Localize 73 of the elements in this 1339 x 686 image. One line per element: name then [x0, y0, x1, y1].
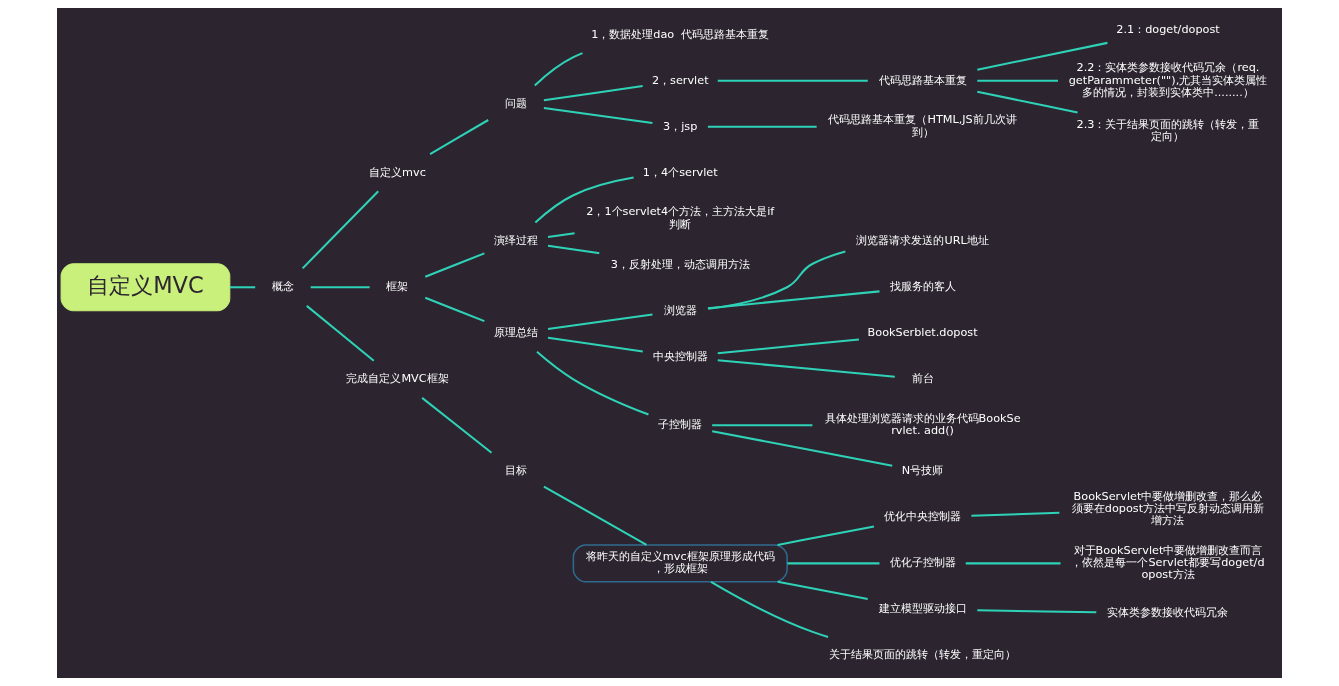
- node-text: 优化中央控制器: [884, 510, 962, 524]
- connector: [534, 176, 634, 224]
- connector: [310, 286, 370, 289]
- connector: [707, 290, 880, 310]
- node-text: 3，jsp: [663, 119, 698, 133]
- connector: [301, 190, 379, 270]
- connector: [717, 79, 868, 82]
- connector: [547, 232, 575, 238]
- node-text: 完成自定义MVC框架: [346, 372, 449, 386]
- node-text: 2.3：关于结果页面的跳转（转发，重定向）: [1076, 117, 1260, 143]
- node-text: N号技师: [901, 464, 944, 478]
- connector: [707, 125, 817, 128]
- connector: [717, 338, 860, 355]
- node-text: 前台: [911, 372, 934, 386]
- node-text: 2.1：doget/dopost: [1116, 23, 1220, 37]
- connector: [547, 336, 643, 353]
- node-text: 找服务的客人: [889, 280, 956, 294]
- node-box: 自定义MVC: [60, 263, 231, 312]
- connector: [977, 609, 1097, 614]
- connector: [712, 430, 893, 467]
- node-text: 子控制器: [658, 418, 703, 432]
- node-text: 关于结果页面的跳转（转发，重定向）: [829, 648, 1017, 662]
- connector: [543, 485, 648, 546]
- connector: [421, 397, 493, 454]
- connector: [547, 313, 653, 330]
- connector: [229, 286, 256, 289]
- node-text: 演绎过程: [494, 234, 539, 248]
- connector: [965, 562, 1061, 565]
- node-text: 3，反射处理，动态调用方法: [610, 257, 750, 271]
- connector: [977, 79, 1058, 82]
- connector: [534, 52, 583, 87]
- connector: [787, 562, 880, 565]
- node-text: 2，1个servlet4个方法，主方法大是if判断: [586, 205, 775, 231]
- connector: [543, 85, 643, 102]
- node-text: 2，servlet: [651, 73, 709, 87]
- node-text: 中央控制器: [652, 349, 708, 363]
- connector: [777, 580, 868, 601]
- node-text: 对于BookServlet中要做增删改查而言，依然是每一个Servlet都要写doget/dopost方法: [1071, 543, 1265, 582]
- connector: [710, 580, 829, 638]
- connector: [424, 296, 485, 323]
- node-text: 建立模型驱动接口: [878, 602, 967, 616]
- node-text: 实体类参数接收代码冗余: [1107, 606, 1229, 620]
- node-text: BookSerblet.dopost: [867, 326, 978, 340]
- node-text: 1，4个servlet: [642, 165, 718, 179]
- connector: [971, 511, 1060, 517]
- connector: [708, 250, 846, 310]
- node-text: 原理总结: [494, 326, 539, 340]
- node-text: 具体处理浏览器请求的业务代码BookServlet. add(): [824, 412, 1021, 438]
- node-text: 自定义mvc: [369, 165, 426, 179]
- node-text: 代码思路基本重复（HTML,JS前几次讲到）: [828, 113, 1017, 139]
- node-text: 目标: [505, 464, 528, 478]
- node-text: BookServlet中要做增删改查，那么必须要在dopost方法中写反射动态调用新增方法: [1071, 489, 1265, 528]
- connector: [536, 351, 649, 416]
- node-text: 代码思路基本重复: [878, 73, 967, 87]
- connector: [547, 244, 600, 255]
- node-box: 将昨天的自定义mvc框架原理形成代码，形成框架: [572, 544, 788, 583]
- node-text: 优化子控制器: [889, 556, 956, 570]
- connector: [306, 305, 375, 362]
- connector: [712, 424, 813, 427]
- connector: [429, 119, 489, 156]
- connector: [977, 90, 1078, 114]
- node-text: 框架: [386, 280, 409, 294]
- node-text: 浏览器请求发送的URL地址: [856, 234, 989, 248]
- node-text: 1，数据处理dao 代码思路基本重复: [591, 27, 770, 41]
- connector: [424, 252, 485, 278]
- connector: [717, 359, 895, 378]
- node-text: 浏览器: [663, 303, 697, 317]
- connector: [777, 525, 875, 546]
- node-text: 问题: [505, 97, 528, 111]
- node-text: 概念: [271, 280, 294, 294]
- node-text: 2.2：实体类参数接收代码冗余（req. getParammeter(""),尤其当实体类属性多的情况，封装到实体类中........）: [1068, 61, 1268, 99]
- connector: [977, 41, 1108, 71]
- connector: [543, 106, 653, 125]
